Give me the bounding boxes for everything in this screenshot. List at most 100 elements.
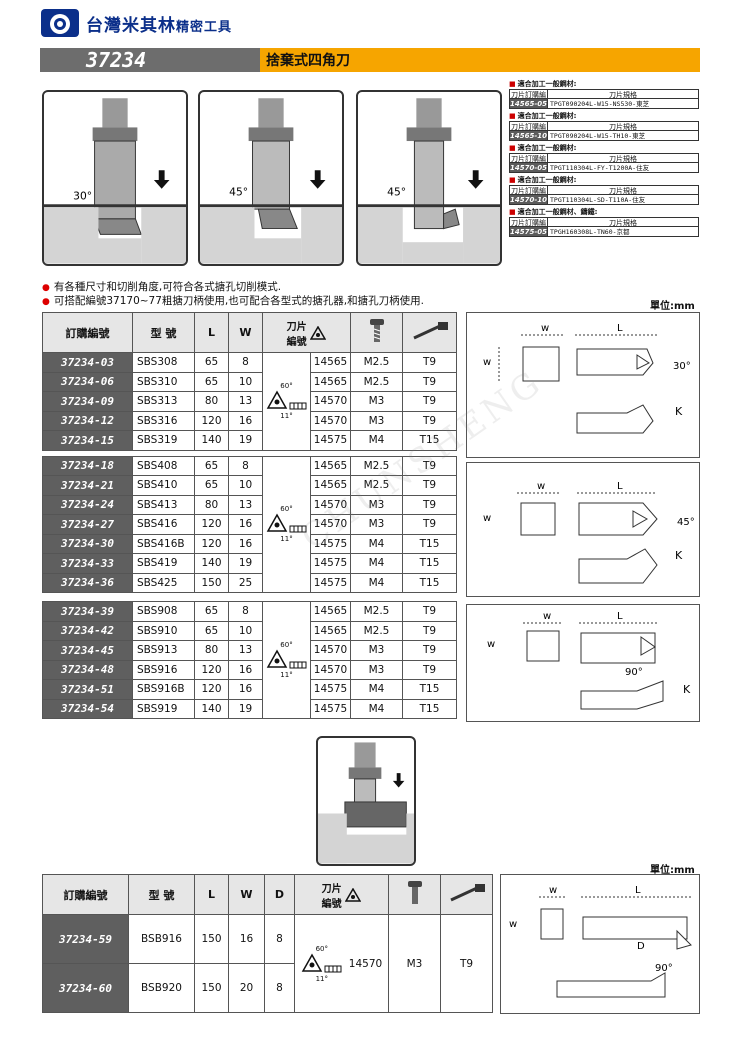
header-W-2: W [228,874,265,915]
insert-code: 14565 [310,620,351,641]
model: SBS308 [132,352,195,373]
ref-code: 14575-05 [510,227,548,236]
insert-angle-icon: 60°11° [263,505,310,543]
insert-code: 14575 [310,572,351,593]
width: 10 [228,475,263,496]
model: BSB916 [128,914,195,964]
width: 10 [228,620,263,641]
svg-text:K: K [675,549,683,562]
key: T9 [402,391,457,412]
brand-name: 台灣米其林精密工具 [86,15,233,36]
width: 8 [228,455,263,476]
ref-col-spec: 刀片規格 [609,123,637,131]
order-code: 37234-54 [42,698,133,719]
torx-key-icon [412,322,448,340]
length: 140 [194,698,229,719]
svg-text:L: L [617,481,623,492]
width: 13 [228,640,263,661]
ref-code: 14565-05 [510,99,548,108]
ref-header-row: 刀片訂購編號刀片規格 [509,217,699,237]
screw: M3 [350,640,403,661]
key: T9 [402,410,457,431]
insert-code: 14570 [310,514,351,535]
length: 65 [194,601,229,622]
insert-code: 14570 [310,640,351,661]
ref-heading: 適合加工一般鋼材: [509,80,699,89]
brand: 台灣米其林精密工具 [40,8,232,38]
width: 8 [228,352,263,373]
width: 16 [228,679,263,700]
header-insert: 刀片 編號 [262,312,351,353]
insert-icon-cell: 60°11° [262,601,311,719]
order-code: 37234-45 [42,640,133,661]
ref-col-order: 刀片訂購編號 [511,90,548,109]
notes: 有各種尺寸和切削角度,可符合各式搪孔切削模式. 可搭配編號37170~77粗搪刀… [42,281,424,309]
order-code: 37234-39 [42,601,133,622]
ref-spec: TPGT110304L-SD-T110A-住友 [550,196,646,204]
svg-text:30°: 30° [673,361,691,372]
insert-code: 14575 [310,679,351,700]
key: T9 [402,659,457,680]
svg-text:w: w [543,611,551,622]
insert-angle-icon: 60°11° [263,382,310,420]
model: SBS416 [132,514,195,535]
key: T9 [402,640,457,661]
svg-text:w: w [509,919,517,930]
svg-text:45°: 45° [387,186,406,199]
header-L: L [194,312,229,353]
width: 13 [228,494,263,515]
ref-header-row: 刀片訂購編號刀片規格 [509,185,699,205]
key: T15 [402,533,457,554]
screw: M2.5 [350,352,403,373]
length: 80 [194,494,229,515]
model: SBS916B [132,679,195,700]
diagram-90: w w L 90° K [466,604,700,722]
model: SBS916 [132,659,195,680]
ref-col-order: 刀片訂購編號 [511,122,548,141]
key: T15 [402,679,457,700]
key: T9 [402,601,457,622]
order-code: 37234-30 [42,533,133,554]
ref-col-order: 刀片訂購編號 [511,154,548,173]
width: 19 [228,430,263,451]
model: SBS908 [132,601,195,622]
key: T9 [402,352,457,373]
unit-label: 單位:mm [650,301,695,312]
order-code: 37234-59 [42,914,129,964]
header-D-2: D [264,874,295,915]
length: 120 [194,410,229,431]
unit-label-2: 單位:mm [650,865,695,876]
insert-code: 14565 [310,475,351,496]
model: SBS410 [132,475,195,496]
width: 25 [228,572,263,593]
length: 65 [194,352,229,373]
order-code: 37234-12 [42,410,133,431]
header-screw [350,312,403,353]
insert-triangle-icon [345,887,362,902]
insert-code: 14575 [310,430,351,451]
width: 20 [228,963,265,1013]
screw: M3 [350,410,403,431]
ref-heading: 適合加工一般鋼材: [509,112,699,121]
ref-col-spec: 刀片規格 [609,187,637,195]
svg-text:w: w [549,885,557,896]
ref-heading: 適合加工一般鋼材: [509,176,699,185]
ref-heading: 適合加工一般鋼材: [509,144,699,153]
insert-code: 14565 [310,371,351,392]
screw: M4 [350,533,403,554]
order-code: 37234-33 [42,553,133,574]
svg-text:90°: 90° [625,667,643,678]
